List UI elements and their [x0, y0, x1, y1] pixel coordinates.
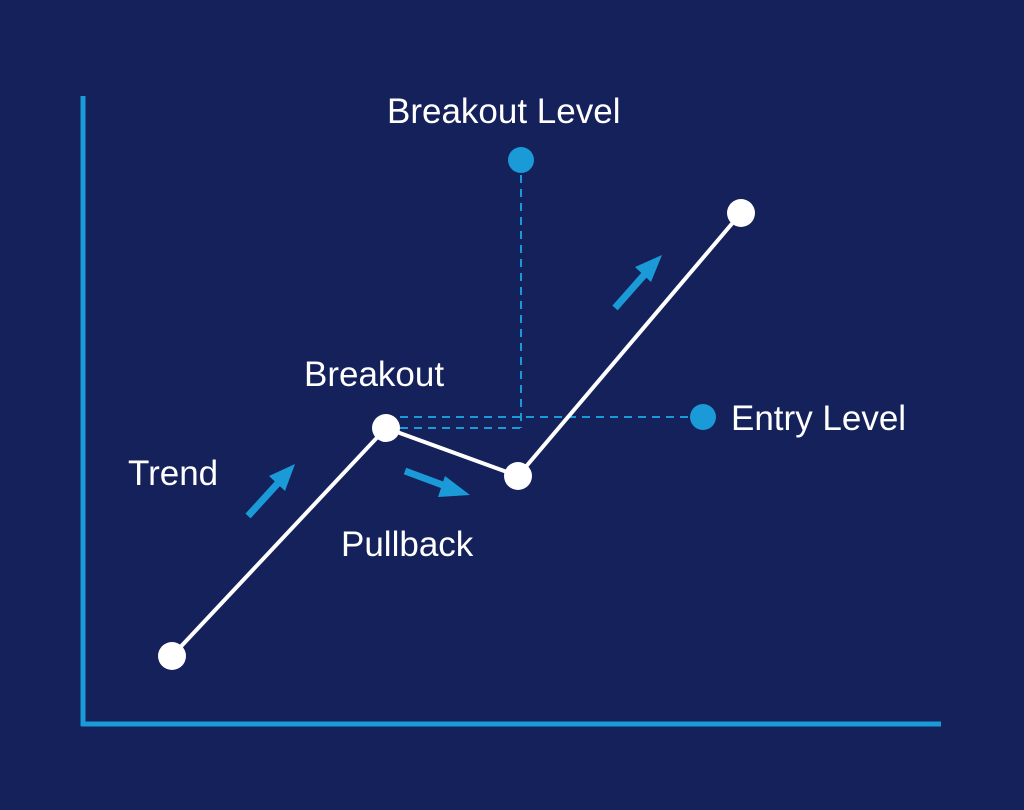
breakout-point: [372, 414, 400, 442]
pullback-label: Pullback: [341, 525, 474, 564]
trend-label: Trend: [128, 454, 219, 493]
breakout-level-label: Breakout Level: [387, 92, 621, 131]
pullback-point: [504, 462, 532, 490]
target-point: [727, 199, 755, 227]
trend-start-point: [158, 642, 186, 670]
entry-level-marker: [690, 404, 716, 430]
pullback-arrow-icon: [403, 467, 470, 497]
trend-arrow-icon: [245, 464, 295, 519]
breakout-label: Breakout: [304, 355, 445, 394]
price-path: [170, 211, 743, 658]
entry-level-label: Entry Level: [731, 399, 907, 438]
continuation-arrow-icon: [612, 255, 662, 311]
breakout-level-marker: [508, 147, 534, 173]
